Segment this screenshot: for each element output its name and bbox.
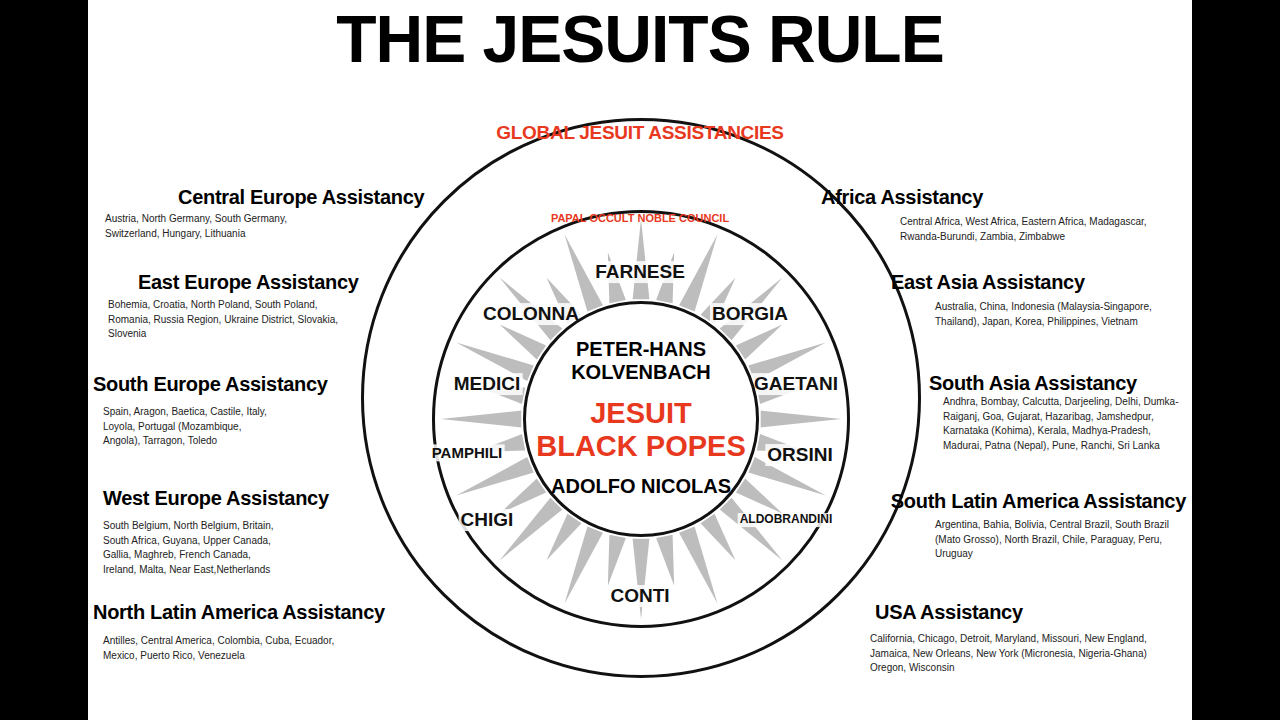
assistancy-heading: West Europe Assistancy: [103, 487, 329, 510]
center-name: ADOLFO NICOLAS: [551, 475, 731, 498]
sun-ray: [547, 514, 582, 560]
sun-ray: [679, 526, 717, 603]
sun-ray: [633, 219, 650, 299]
assistancy-regions: Spain, Aragon, Baetica, Castile, Italy, …: [103, 405, 278, 449]
family-name: ALDOBRANDINI: [738, 513, 835, 527]
assistancy-regions: Bohemia, Croatia, North Poland, South Po…: [108, 298, 348, 342]
family-name: MEDICI: [452, 373, 523, 395]
family-name: COLONNA: [481, 303, 581, 325]
sun-ray: [701, 514, 736, 560]
sun-ray: [456, 457, 533, 495]
family-name: GAETANI: [752, 373, 840, 395]
center-circle: PETER-HANS KOLVENBACH JESUIT BLACK POPES A…: [523, 301, 759, 537]
circle-line: [525, 303, 758, 536]
sun-ray: [441, 411, 521, 428]
ring-heading: GLOBAL JESUIT ASSISTANCIES: [496, 122, 783, 144]
assistancy-heading: South Asia Assistancy: [929, 372, 1137, 395]
circle-line: [434, 212, 849, 627]
sun-ray: [633, 539, 650, 619]
center-name: PETER-HANS KOLVENBACH: [551, 338, 731, 384]
assistancy-heading: North Latin America Assistancy: [93, 601, 385, 624]
assistancy-regions: Andhra, Bombay, Calcutta, Darjeeling, De…: [943, 395, 1183, 453]
assistancy-heading: Africa Assistancy: [821, 186, 983, 209]
family-name: CHIGI: [459, 509, 516, 531]
center-name: JESUIT BLACK POPES: [536, 397, 746, 464]
assistancy-heading: East Asia Assistancy: [891, 271, 1085, 294]
assistancy-regions: Central Africa, West Africa, Eastern Afr…: [900, 215, 1162, 244]
assistancy-regions: Austria, North Germany, South Germany, S…: [105, 212, 287, 241]
sun-ray: [656, 535, 674, 586]
sun-ray: [500, 325, 546, 360]
assistancy-regions: Australia, China, Indonesia (Malaysia-Si…: [935, 300, 1175, 329]
family-name: ORSINI: [765, 444, 834, 466]
family-name: CONTI: [608, 585, 671, 607]
family-name: PAMPHILI: [430, 444, 505, 461]
sun-ray: [736, 479, 782, 514]
sun-ray: [608, 535, 626, 586]
family-name: BORGIA: [710, 303, 790, 325]
council-ring: PAPAL OCCULT NOBLE COUNCIL FARNESE COLONNA…: [432, 210, 850, 628]
assistancy-regions: Argentina, Bahia, Bolivia, Central Brazi…: [935, 518, 1180, 562]
family-name: FARNESE: [593, 261, 687, 283]
assistancy-heading: East Europe Assistancy: [138, 271, 359, 294]
ring-heading: PAPAL OCCULT NOBLE COUNCIL: [551, 212, 729, 225]
diagram-title: THE JESUITS RULE: [336, 2, 943, 78]
sun-ray: [736, 325, 782, 360]
assistancy-heading: South Latin America Assistancy: [891, 490, 1186, 513]
assistancy-regions: California, Chicago, Detroit, Maryland, …: [870, 632, 1180, 676]
assistancy-regions: Antilles, Central America, Colombia, Cub…: [103, 634, 348, 663]
sun-ray: [564, 526, 602, 603]
assistancy-heading: Central Europe Assistancy: [178, 186, 424, 209]
assistancy-heading: South Europe Assistancy: [93, 373, 328, 396]
assistancy-heading: USA Assistancy: [875, 601, 1023, 624]
sun-ray: [761, 411, 841, 428]
assistancy-regions: South Belgium, North Belgium, Britain, S…: [103, 519, 283, 577]
